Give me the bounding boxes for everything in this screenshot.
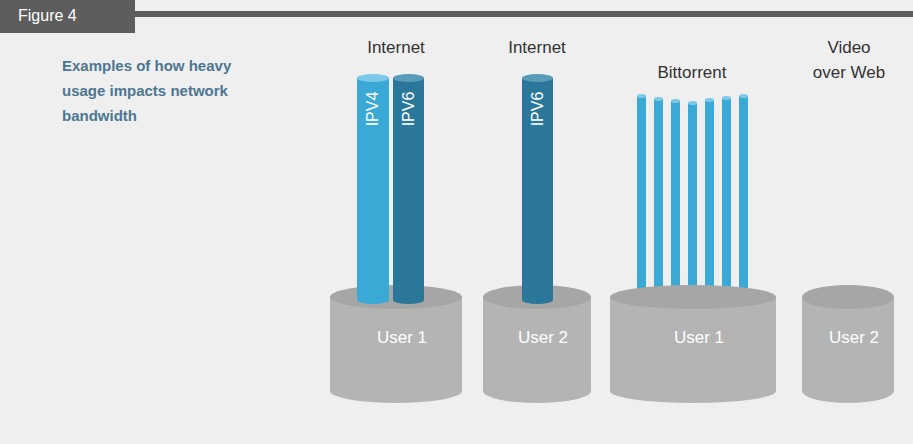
protocol-label: IPV6	[529, 92, 547, 127]
user-label: User 2	[802, 328, 906, 348]
header-rule	[130, 11, 913, 17]
figure-title: Figure 4	[18, 7, 77, 25]
column-header: Internet	[477, 35, 597, 60]
bandwidth-pipe: IPV6	[522, 74, 553, 304]
bittorrent-pipes	[637, 94, 748, 317]
pipe-top	[739, 94, 748, 98]
pipe-top	[688, 101, 697, 105]
protocol-label: IPV6	[400, 92, 418, 127]
pipe-top	[671, 99, 680, 103]
pipe	[671, 101, 680, 315]
protocol-label: IPV4	[364, 92, 382, 127]
bandwidth-pipe: IPV6	[393, 74, 424, 304]
pipe	[739, 96, 748, 300]
pipe	[705, 100, 714, 308]
bandwidth-pipe: IPV4	[357, 74, 389, 304]
pipe-top	[654, 97, 663, 101]
user-label: User 1	[330, 328, 474, 348]
pipe	[654, 99, 663, 310]
figure-tab	[0, 0, 135, 33]
user-cylinder: User 1	[610, 285, 788, 403]
pipe-top	[705, 98, 714, 102]
user-cylinder: User 2	[802, 285, 906, 403]
pipe-top	[722, 96, 731, 100]
user-label: User 1	[610, 328, 788, 348]
figure-caption: Examples of how heavy usage impacts netw…	[62, 53, 267, 128]
pipe	[637, 96, 646, 305]
user-label: User 2	[483, 328, 603, 348]
column-header: Bittorrent	[622, 60, 762, 85]
pipe	[688, 103, 697, 312]
column-header: Video over Web	[810, 35, 888, 85]
pipe	[722, 98, 731, 305]
pipe-top	[637, 94, 646, 98]
column-header: Internet	[336, 35, 456, 60]
